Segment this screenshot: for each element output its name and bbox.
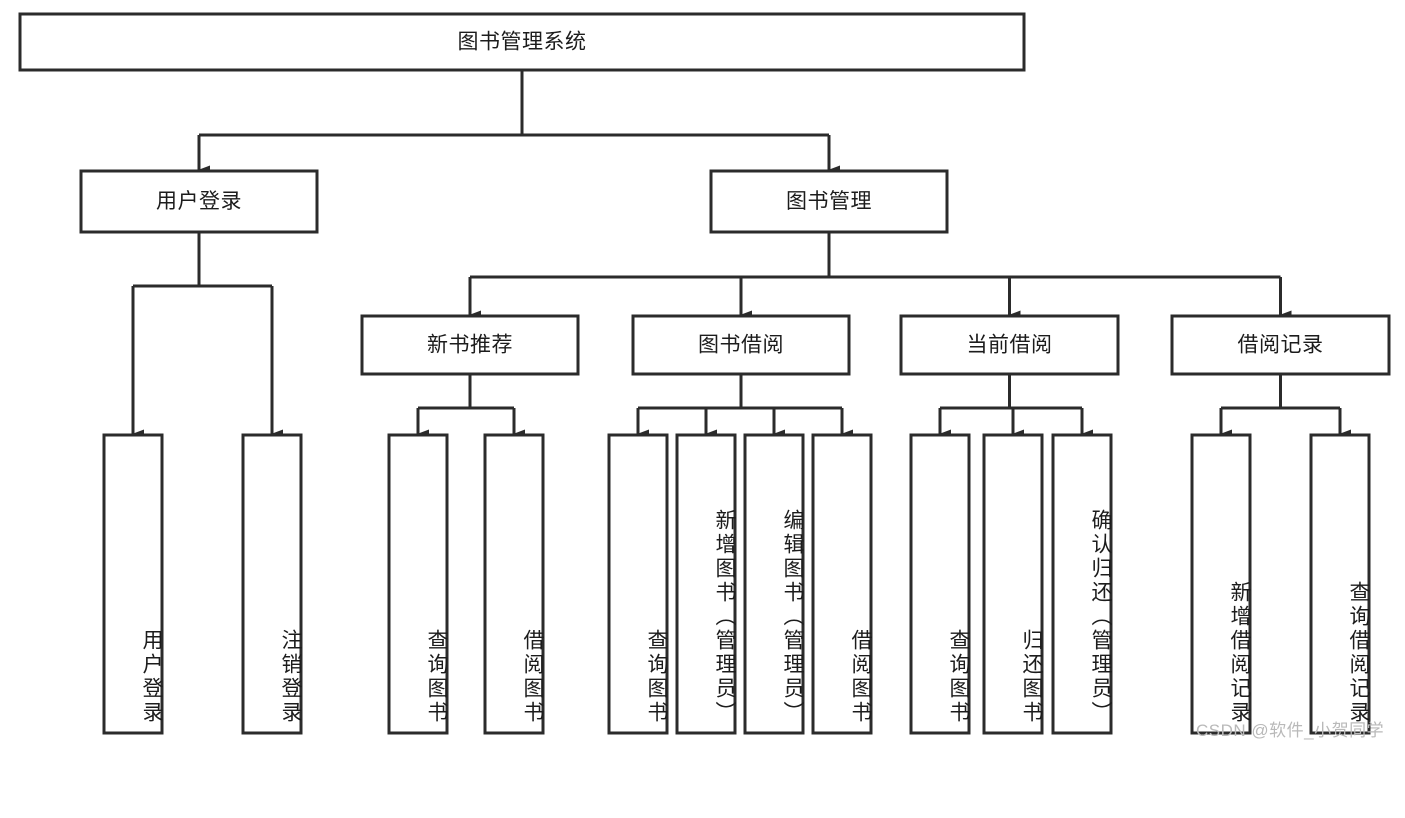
node-box: [102, 433, 164, 735]
node-user-login[interactable]: 用户登录: [79, 169, 319, 234]
node-borrow-record[interactable]: 借阅记录: [1170, 314, 1391, 376]
node-new-book-recommend[interactable]: 新书推荐: [360, 314, 580, 376]
node-box: [743, 433, 805, 735]
node-current-borrow[interactable]: 当前借阅: [899, 314, 1120, 376]
node-label: 借阅记录: [1238, 334, 1324, 357]
node-leaf-borrow-book-recommend[interactable]: [483, 433, 545, 735]
node-label: 图书管理系统: [458, 31, 587, 54]
node-leaf-add-book[interactable]: [675, 433, 737, 735]
node-leaf-query-book-recommend[interactable]: [387, 433, 449, 735]
node-box: [909, 433, 971, 735]
node-leaf-return-book[interactable]: [982, 433, 1044, 735]
node-leaf-add-borrow-record[interactable]: [1190, 433, 1252, 735]
node-box: [18, 12, 1026, 72]
node-label: 用户登录: [156, 190, 242, 213]
node-leaf-logout[interactable]: [241, 433, 303, 735]
node-label: 新书推荐: [427, 334, 513, 357]
flowchart-canvas: 图书管理系统用户登录图书管理新书推荐图书借阅当前借阅借阅记录 用户登录注销登录查…: [18, 12, 1391, 740]
node-leaf-user-login[interactable]: [102, 433, 164, 735]
node-box: [241, 433, 303, 735]
node-box: [387, 433, 449, 735]
node-label: 图书管理: [786, 190, 872, 213]
node-box: [709, 169, 949, 234]
node-box: [899, 314, 1120, 376]
node-box: [631, 314, 851, 376]
node-box: [1190, 433, 1252, 735]
node-label: 当前借阅: [967, 334, 1053, 357]
node-leaf-edit-book[interactable]: [743, 433, 805, 735]
csdn-watermark: CSDN @软件_小贺同学: [1196, 721, 1385, 740]
node-root[interactable]: 图书管理系统: [18, 12, 1026, 72]
node-label: 图书借阅: [698, 334, 784, 357]
node-box: [360, 314, 580, 376]
node-box: [483, 433, 545, 735]
node-book-borrow[interactable]: 图书借阅: [631, 314, 851, 376]
node-box: [1170, 314, 1391, 376]
node-box: [1309, 433, 1371, 735]
node-leaf-query-book-borrow[interactable]: [607, 433, 669, 735]
node-leaf-query-borrow-record[interactable]: [1309, 433, 1371, 735]
node-box: [1051, 433, 1113, 735]
node-box: [982, 433, 1044, 735]
node-box: [811, 433, 873, 735]
node-box: [607, 433, 669, 735]
node-book-management[interactable]: 图书管理: [709, 169, 949, 234]
node-leaf-borrow-book[interactable]: [811, 433, 873, 735]
node-leaf-confirm-return[interactable]: [1051, 433, 1113, 735]
node-leaf-query-book-current[interactable]: [909, 433, 971, 735]
node-box: [79, 169, 319, 234]
node-box: [675, 433, 737, 735]
connectors-layer: [131, 70, 1351, 439]
